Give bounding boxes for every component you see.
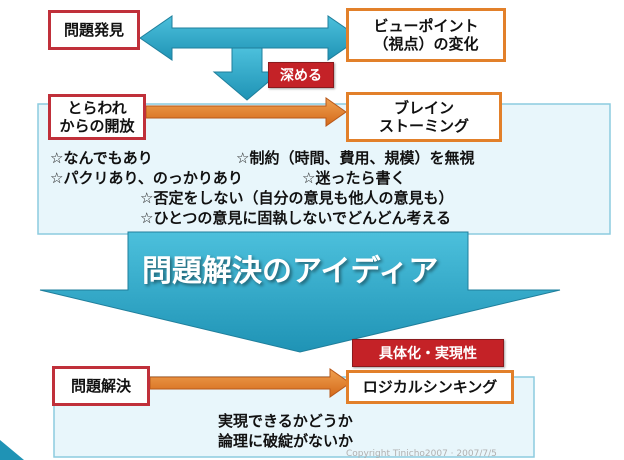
problem-discovery-box: 問題発見 [48,10,140,50]
bullet-keep-thinking: ☆ひとつの意見に固執しないでどんどん考える [140,209,452,227]
bullet-anything-goes: ☆なんでもあり [50,149,153,167]
down-arrow [212,47,282,101]
brainstorm-box: ブレイン ストーミング [346,92,502,142]
release-line1: とらわれ [67,99,127,117]
problem-discovery-label: 問題発見 [63,21,124,39]
brainstorm-line1: ブレイン [393,99,454,117]
copyright-text: Copyright Tinicho2007 · 2007/7/5 [346,449,497,459]
viewpoint-box: ビューポイント （視点）の変化 [346,8,506,62]
concrete-label: 具体化・実現性 [379,346,477,362]
big-down-arrow [39,231,561,353]
bullet-no-denial: ☆否定をしない（自分の意見も他人の意見も） [140,189,454,207]
logical-thinking-label: ロジカルシンキング [362,378,498,396]
big-arrow-label: 問題解決のアイディア [142,254,439,289]
orange-arrow-upper [145,97,347,127]
bullet-copy-ok: ☆パクリあり、のっかりあり [50,169,243,187]
release-line2: からの開放 [59,117,135,135]
page-curl [0,440,24,460]
viewpoint-line1: ビューポイント [373,17,479,35]
problem-solving-box: 問題解決 [52,366,150,406]
concrete-tag: 具体化・実現性 [352,339,504,367]
bottom-line-feasible: 実現できるかどうか [218,412,353,430]
bullet-write-when-unsure: ☆迷ったら書く [302,169,406,187]
brainstorm-line2: ストーミング [378,117,469,135]
release-box: とらわれ からの開放 [48,94,146,140]
deepen-label: 深める [280,68,322,84]
problem-solving-label: 問題解決 [70,377,131,395]
deepen-tag: 深める [268,62,334,88]
logical-thinking-box: ロジカルシンキング [346,370,514,404]
viewpoint-line2: （視点）の変化 [373,35,479,53]
orange-arrow-lower [149,368,351,398]
bullet-ignore-constraints: ☆制約（時間、費用、規模）を無視 [236,149,475,167]
bottom-line-logic: 論理に破綻がないか [218,432,354,450]
